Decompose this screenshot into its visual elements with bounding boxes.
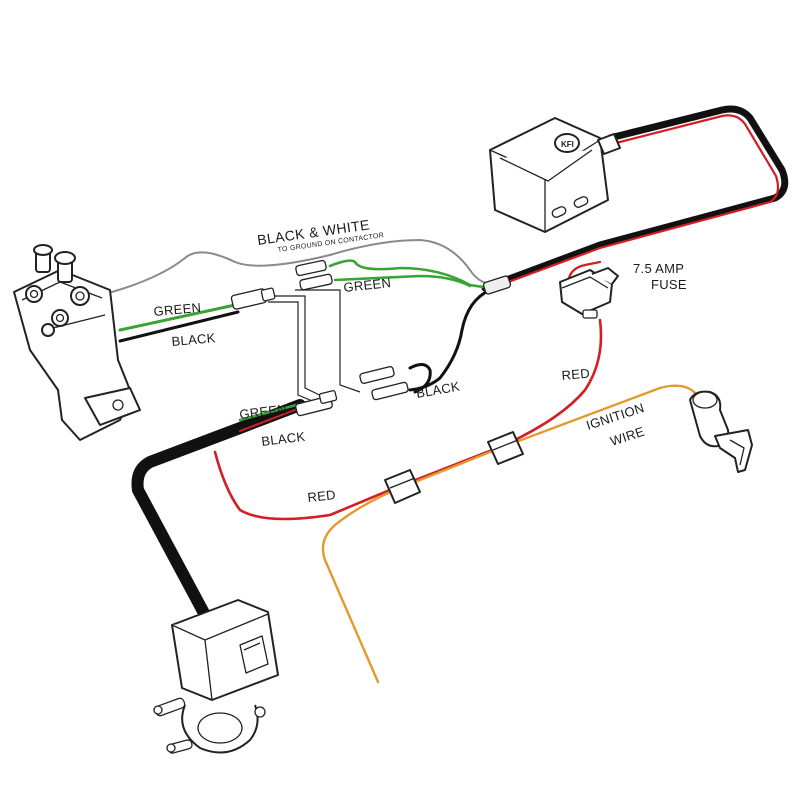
fuse-holder [559, 267, 619, 319]
fuse-label-line1: 7.5 AMP [633, 261, 684, 276]
handlebar-switch [153, 599, 279, 754]
green-pigtail-top-2 [333, 274, 472, 288]
black-wire-top-left [118, 310, 240, 343]
connector-mid-right [359, 366, 409, 401]
black-label-top-left: BLACK [171, 330, 216, 349]
red-label-bottom: RED [307, 487, 337, 505]
green-label-bottom: GREEN [239, 401, 288, 422]
harness-splice [482, 275, 512, 295]
remote-control-module: KFI [489, 117, 621, 233]
green-label-top-left: GREEN [153, 300, 202, 319]
module-logo-icon: KFI [561, 140, 574, 149]
main-black-harness [131, 399, 306, 621]
connector-top-right [295, 259, 333, 291]
ignition-label-line2: WIRE [608, 424, 646, 449]
green-wire-bottom [238, 402, 302, 422]
connector-top-left [230, 287, 276, 310]
ignition-key-switch [689, 390, 753, 473]
bridge-wire-left [268, 295, 331, 401]
green-pigtail-top [328, 259, 492, 290]
ignition-wire [321, 384, 702, 684]
black-label-mid: BLACK [415, 379, 461, 401]
black-white-ground-wire [111, 238, 496, 293]
connector-bottom [295, 389, 338, 417]
black-label-bottom: BLACK [261, 429, 307, 449]
red-label-right: RED [561, 366, 591, 383]
black-pigtail-mid-2 [408, 363, 432, 394]
green-label-top-right: GREEN [343, 275, 392, 295]
tap-connector-upper [487, 431, 524, 465]
green-wire-top-left [118, 303, 237, 332]
main-red-stripe [239, 407, 301, 432]
upper-red-stripe [498, 114, 780, 287]
contactor [13, 244, 141, 441]
bridge-wire-right [295, 289, 361, 393]
fuse-label-line2: FUSE [651, 277, 687, 292]
bridge-wire-left-b [268, 301, 323, 406]
black-pigtail-mid [408, 288, 492, 392]
upper-black-cable [481, 105, 789, 292]
tap-connector-lower [384, 469, 421, 504]
